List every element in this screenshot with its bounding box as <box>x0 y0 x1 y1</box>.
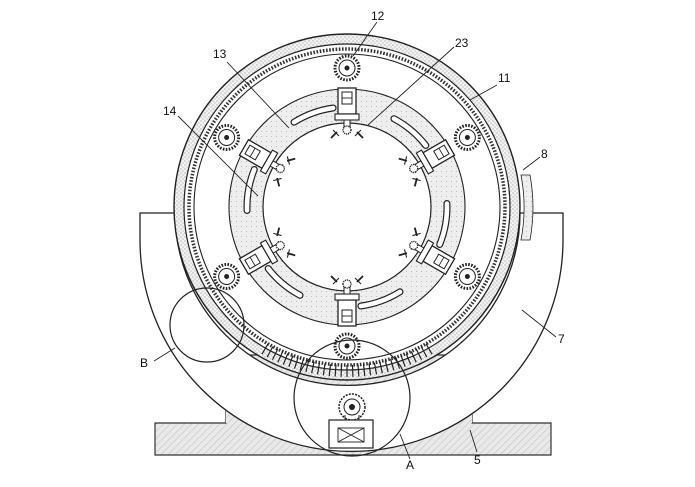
label-a: A <box>406 458 414 472</box>
label-11: 11 <box>498 71 511 85</box>
label-8: 8 <box>541 147 548 161</box>
pinion-gears-part-12 <box>213 54 481 377</box>
label-12: 12 <box>371 9 385 23</box>
detail-circle-b <box>169 287 245 363</box>
arc-slots-part-14 <box>243 104 451 310</box>
clamp-assemblies <box>238 87 456 327</box>
detail-circle-a <box>293 339 411 457</box>
label-7: 7 <box>558 332 565 346</box>
pinion-gear <box>333 54 361 82</box>
part-labels: 12 13 23 11 14 8 7 B A 5 <box>140 9 565 472</box>
rotating-disk-part-13 <box>228 88 466 326</box>
pinion-gear <box>333 332 361 360</box>
pinion-gear <box>453 263 481 290</box>
clamp-unit <box>330 275 364 327</box>
leader-lines <box>153 21 557 460</box>
clamp-unit <box>398 227 456 276</box>
clamp-unit <box>398 138 456 187</box>
label-14: 14 <box>163 104 177 118</box>
label-23: 23 <box>455 36 469 50</box>
drive-gear <box>328 393 374 449</box>
clamp-unit <box>330 87 364 139</box>
label-13: 13 <box>213 47 227 61</box>
clamp-unit <box>238 227 296 276</box>
ring-teeth-bottom <box>261 343 433 377</box>
label-b: B <box>140 356 148 370</box>
pinion-gear <box>453 124 481 151</box>
label-5: 5 <box>474 453 481 467</box>
pinion-gear <box>213 124 241 151</box>
cradle-part-7 <box>139 212 564 453</box>
clamp-unit <box>238 138 296 187</box>
pinion-gear <box>213 263 241 290</box>
